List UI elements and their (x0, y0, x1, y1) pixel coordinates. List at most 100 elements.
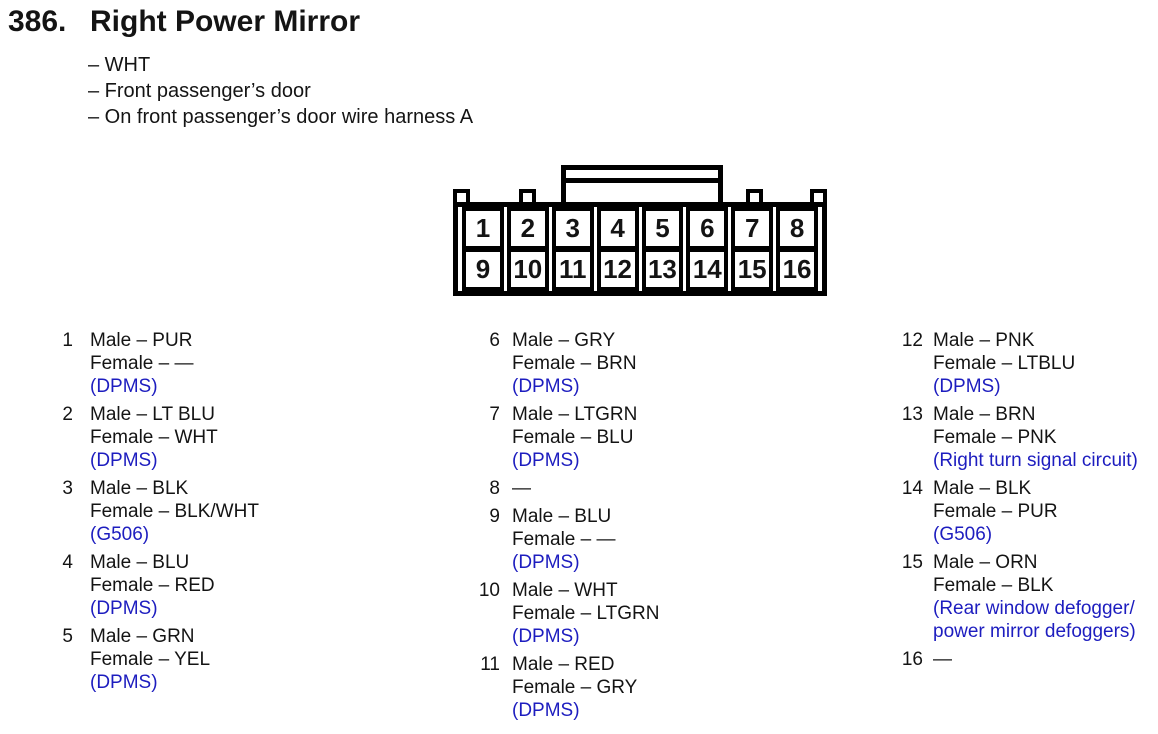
pin-circuit-line: (DPMS) (512, 700, 580, 721)
pin-item: 16 — (890, 648, 1138, 671)
pin-item: 2 Male – LT BLU Female – WHT (DPMS) (55, 403, 259, 472)
connector-pin-cell: 15 (731, 249, 774, 291)
connector-pin-cell: 3 (551, 207, 594, 249)
connector-column: 5 13 (641, 207, 684, 291)
pin-female-line: Female – PUR (933, 501, 1058, 522)
pin-number: 4 (62, 552, 73, 573)
pin-item: 3 Male – BLK Female – BLK/WHT (G506) (55, 477, 259, 546)
pin-female-line: Female – — (90, 353, 194, 374)
connector-pin-cell: 10 (506, 249, 549, 291)
connector-pin-cell: 2 (506, 207, 549, 249)
pin-number: 5 (62, 626, 73, 647)
pin-item: 9 Male – BLU Female – — (DPMS) (470, 505, 659, 574)
pin-item: 10 Male – WHT Female – LTGRN (DPMS) (470, 579, 660, 648)
pin-circuit-line: (Right turn signal circuit) (933, 450, 1138, 471)
pin-male-line: Male – ORN (933, 552, 1038, 573)
page-title: Right Power Mirror (90, 5, 361, 38)
pin-list-column-1: 1 Male – PUR Female – — (DPMS) 2 Male – … (55, 329, 259, 699)
pin-circuit-line-2: power mirror defoggers) (933, 621, 1136, 642)
pin-male-line: Male – BLU (90, 552, 190, 573)
connector-bump-left (519, 189, 536, 202)
pin-number: 6 (489, 330, 500, 351)
pin-male-line: Male – LT BLU (90, 404, 215, 425)
connector-pin-cell: 6 (686, 207, 729, 249)
pin-female-line: Female – BLK (933, 575, 1054, 596)
connector-pin-cell: 8 (776, 207, 818, 249)
pin-item: 14 Male – BLK Female – PUR (G506) (890, 477, 1138, 546)
connector-pin-cell: 14 (686, 249, 729, 291)
notes-list: – WHT – Front passenger’s door – On fron… (88, 52, 473, 130)
pin-female-line: Female – LTBLU (933, 353, 1076, 374)
connector-pin-cell: 16 (776, 249, 818, 291)
connector-corner-tab-right (810, 189, 827, 202)
pin-circuit-line: (DPMS) (90, 672, 158, 693)
pin-number: 13 (901, 404, 923, 425)
pin-female-line: Female – BLK/WHT (90, 501, 259, 522)
pin-item: 5 Male – GRN Female – YEL (DPMS) (55, 625, 259, 694)
pin-circuit-line: (DPMS) (512, 552, 580, 573)
section-number: 386. (8, 5, 67, 38)
pin-female-line: Female – LTGRN (512, 603, 660, 624)
note-line: – WHT (88, 54, 151, 76)
connector-latch-line (566, 178, 718, 183)
connector-column: 1 9 (462, 207, 504, 291)
pin-male-line: Male – BRN (933, 404, 1036, 425)
pin-number: 3 (62, 478, 73, 499)
connector-pin-cell: 1 (462, 207, 504, 249)
pin-dash-line: — (512, 478, 531, 499)
connector-bump-right (746, 189, 763, 202)
pin-item: 4 Male – BLU Female – RED (DPMS) (55, 551, 259, 620)
connector-column: 6 14 (686, 207, 729, 291)
pin-number: 12 (901, 330, 923, 351)
pin-item: 12 Male – PNK Female – LTBLU (DPMS) (890, 329, 1138, 398)
pin-male-line: Male – BLK (933, 478, 1032, 499)
pin-circuit-line: (G506) (90, 524, 150, 545)
pin-male-line: Male – GRY (512, 330, 616, 351)
pin-male-line: Male – PUR (90, 330, 193, 351)
pin-circuit-line: (DPMS) (512, 626, 580, 647)
pin-female-line: Female – WHT (90, 427, 218, 448)
connector-latch (561, 165, 723, 202)
page-heading: 386. Right Power Mirror (8, 5, 360, 39)
pin-number: 10 (478, 580, 500, 601)
pin-female-line: Female – RED (90, 575, 215, 596)
connector-body: 1 9 2 10 3 11 4 12 5 13 6 14 7 15 8 16 (453, 202, 827, 296)
connector-column: 3 11 (551, 207, 594, 291)
pin-number: 15 (901, 552, 923, 573)
pin-number: 16 (901, 649, 923, 670)
pin-circuit-line: (DPMS) (512, 376, 580, 397)
pin-male-line: Male – WHT (512, 580, 618, 601)
pin-number: 8 (489, 478, 500, 499)
pin-item: 1 Male – PUR Female – — (DPMS) (55, 329, 259, 398)
note-line: – Front passenger’s door (88, 80, 311, 102)
connector-pin-cell: 11 (551, 249, 594, 291)
note-line: – On front passenger’s door wire harness… (88, 106, 474, 128)
pin-list-column-2: 6 Male – GRY Female – BRN (DPMS) 7 Male … (470, 329, 660, 727)
pin-item: 8 — (470, 477, 659, 500)
pin-number: 14 (901, 478, 923, 499)
pin-item: 13 Male – BRN Female – PNK (Right turn s… (890, 403, 1138, 472)
pin-item: 7 Male – LTGRN Female – BLU (DPMS) (470, 403, 659, 472)
connector-pin-cell: 7 (731, 207, 774, 249)
pin-male-line: Male – BLU (512, 506, 612, 527)
pin-female-line: Female – PNK (933, 427, 1057, 448)
pin-circuit-line: (DPMS) (90, 598, 158, 619)
pin-number: 1 (62, 330, 73, 351)
pin-circuit-line: (Rear window defogger/ (933, 598, 1135, 619)
connector-pin-cell: 12 (596, 249, 639, 291)
pin-circuit-line: (DPMS) (90, 376, 158, 397)
pin-number: 7 (489, 404, 500, 425)
connector-pin-cell: 5 (641, 207, 684, 249)
pin-male-line: Male – BLK (90, 478, 189, 499)
connector-column: 8 16 (776, 207, 818, 291)
pin-item: 6 Male – GRY Female – BRN (DPMS) (470, 329, 659, 398)
pin-number: 2 (62, 404, 73, 425)
pin-list-column-3: 12 Male – PNK Female – LTBLU (DPMS) 13 M… (890, 329, 1138, 676)
connector-column: 7 15 (731, 207, 774, 291)
pin-item: 15 Male – ORN Female – BLK (Rear window … (890, 551, 1138, 643)
pin-male-line: Male – RED (512, 654, 615, 675)
pin-circuit-line: (DPMS) (90, 450, 158, 471)
connector-column: 2 10 (506, 207, 549, 291)
pin-female-line: Female – YEL (90, 649, 211, 670)
